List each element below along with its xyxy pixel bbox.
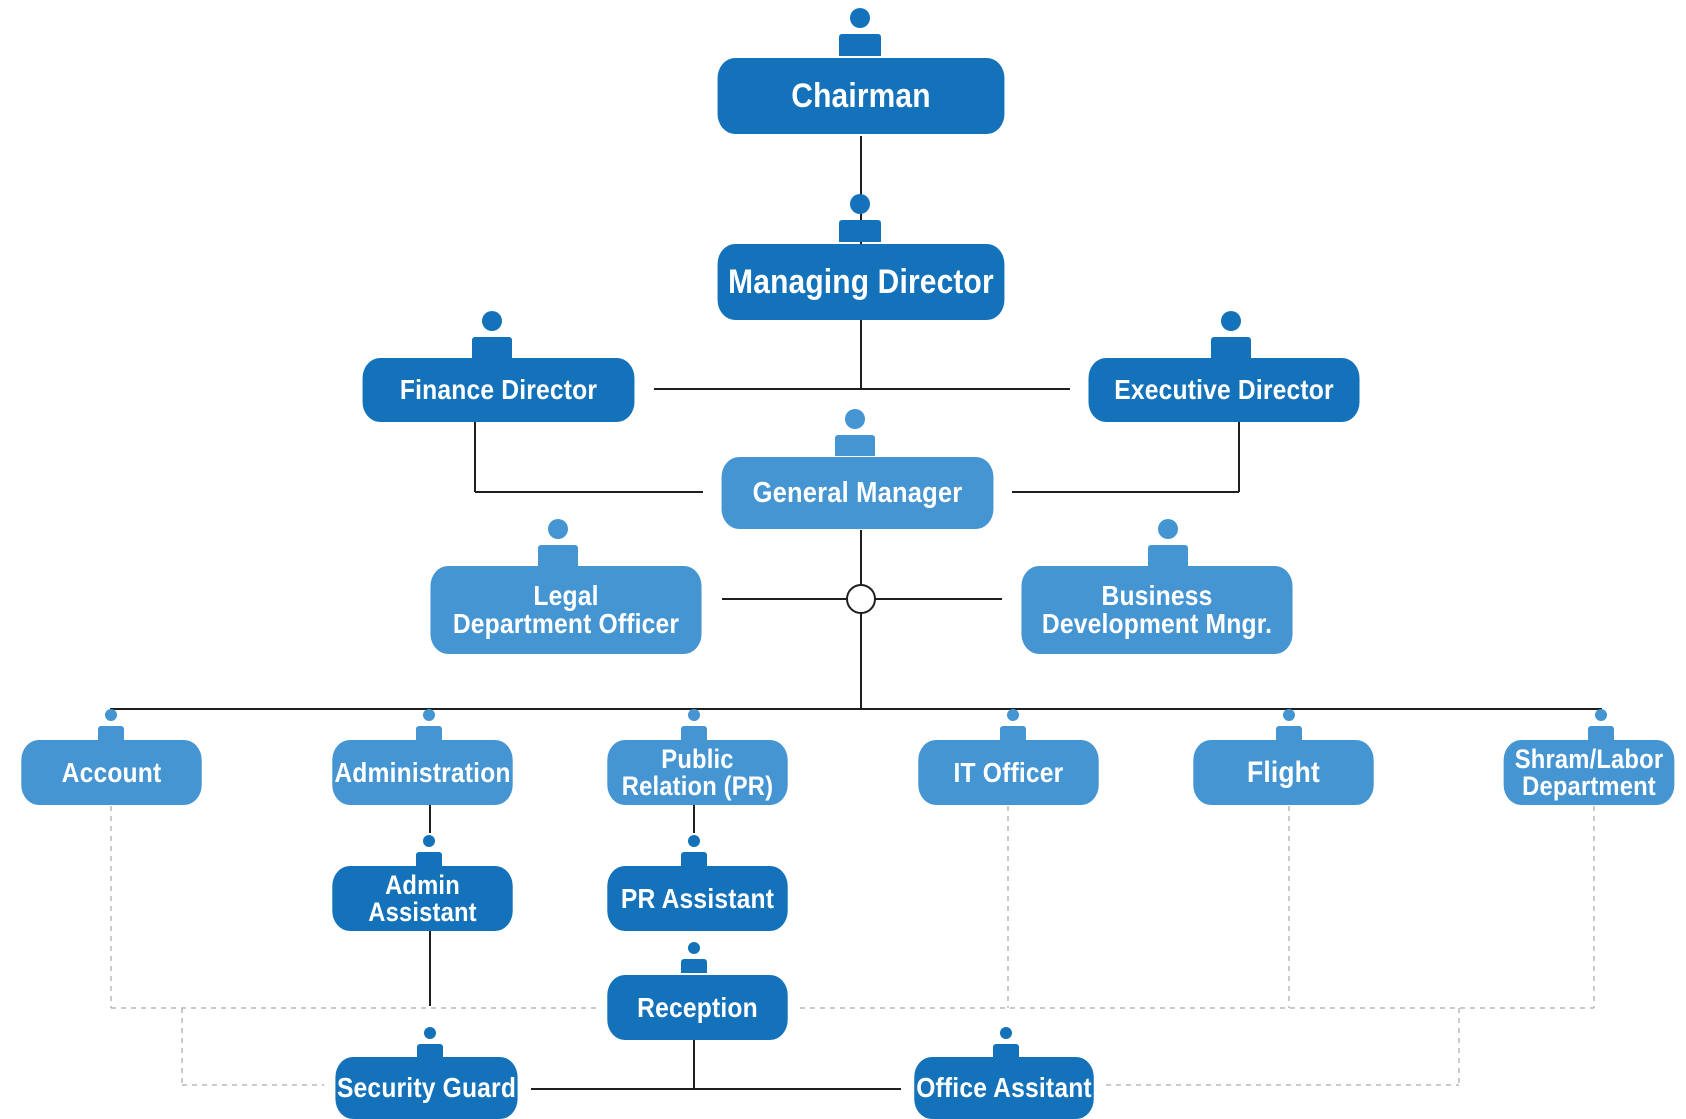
person-icon — [1148, 519, 1188, 566]
node-label: Account — [61, 756, 162, 788]
person-icon — [416, 709, 442, 740]
node-label: Security Guard — [336, 1072, 517, 1103]
node-flight: Flight — [1193, 740, 1374, 805]
person-icon — [835, 409, 875, 456]
person-icon — [1276, 709, 1302, 740]
node-executive-director: Executive Director — [1088, 358, 1360, 422]
person-icon — [993, 1027, 1019, 1058]
node-label: General Manager — [752, 476, 963, 509]
person-icon — [417, 1027, 443, 1058]
node-administration: Administration — [332, 740, 513, 805]
node-label: IT Officer — [953, 756, 1064, 788]
person-icon — [1000, 709, 1026, 740]
person-icon — [839, 194, 881, 242]
node-security-guard: Security Guard — [335, 1057, 518, 1119]
node-label: PR Assistant — [620, 882, 775, 914]
node-label: Shram/Labor Department — [1514, 743, 1664, 801]
node-label: Public Relation (PR) — [621, 743, 774, 801]
node-label: Admin Assistant — [368, 869, 477, 927]
person-icon — [416, 835, 442, 866]
node-business-development-manager: Business Development Mngr. — [1021, 566, 1293, 654]
node-label: Office Assitant — [916, 1072, 1092, 1103]
person-icon — [681, 942, 707, 973]
node-label: Flight — [1247, 755, 1320, 789]
node-it-officer: IT Officer — [918, 740, 1099, 805]
person-icon — [98, 709, 124, 740]
node-admin-assistant: Admin Assistant — [332, 866, 513, 931]
node-pr-assistant: PR Assistant — [607, 866, 788, 931]
node-finance-director: Finance Director — [362, 358, 635, 422]
person-icon — [1211, 311, 1251, 358]
node-account: Account — [21, 740, 202, 805]
node-shram-labor-department: Shram/Labor Department — [1503, 740, 1675, 805]
node-label: Executive Director — [1114, 374, 1334, 405]
node-label: Business Development Mngr. — [1041, 580, 1273, 639]
person-icon — [681, 709, 707, 740]
junction-hub — [846, 584, 876, 614]
person-icon — [1588, 709, 1614, 740]
node-label: Finance Director — [399, 374, 598, 405]
node-label: Managing Director — [728, 263, 994, 301]
node-label: Legal Department Officer — [452, 580, 680, 639]
person-icon — [538, 519, 578, 566]
node-general-manager: General Manager — [721, 457, 994, 529]
person-icon — [472, 311, 512, 358]
node-label: Administration — [334, 756, 511, 788]
person-icon — [681, 835, 707, 866]
node-reception: Reception — [607, 975, 788, 1040]
node-managing-director: Managing Director — [717, 244, 1005, 320]
person-icon — [839, 8, 881, 56]
node-label: Chairman — [791, 77, 931, 115]
node-label: Reception — [637, 991, 758, 1023]
node-chairman: Chairman — [717, 58, 1005, 134]
node-legal-department-officer: Legal Department Officer — [430, 566, 702, 654]
node-public-relation: Public Relation (PR) — [607, 740, 788, 805]
node-office-assistant: Office Assitant — [914, 1057, 1094, 1119]
